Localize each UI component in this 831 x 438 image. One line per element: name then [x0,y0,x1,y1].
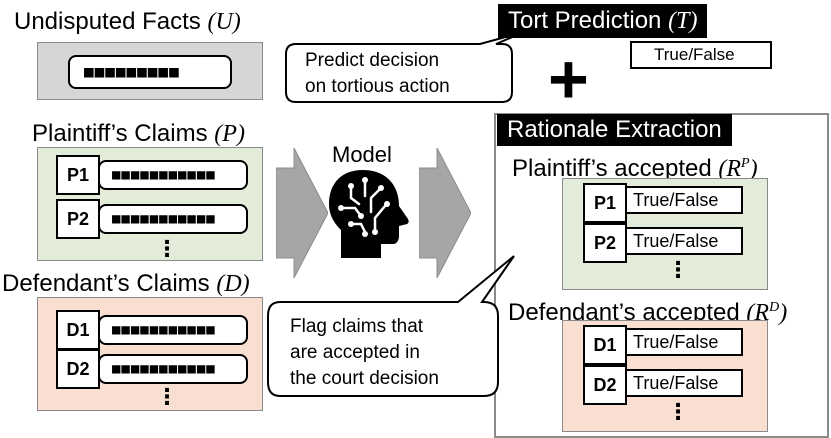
claim-tag-p2: P2 [56,199,100,239]
plaintiff-accepted-title: Plaintiff’s accepted (RP) [512,155,758,182]
more-claims-ellipsis: ⋮ [156,236,178,261]
plus-icon: + [548,40,589,118]
claim-bar-d1: ■■■■■■■■■■■ [98,315,248,345]
claim-bar-p2: ■■■■■■■■■■■ [98,204,248,234]
plaintiff-claims-title: Plaintiff’s Claims (P) [32,120,245,147]
callout-bottom-text: Flag claims that are accepted in the cou… [290,316,439,389]
plaintiff-accepted-panel: P1 True/False P2 True/False ⋮ [562,178,768,290]
accepted-tag-d2: D2 [583,365,627,405]
claim-bar-p1: ■■■■■■■■■■■ [98,160,248,190]
accepted-tag-p2: P2 [583,223,627,263]
accepted-value-p2: True/False [625,227,743,255]
undisputed-fact-bar: ■■■■■■■■■ [68,55,232,89]
accepted-tag-p1: P1 [583,183,627,223]
defendant-claims-panel: ■■■■■■■■■■■ D1 ■■■■■■■■■■■ D2 ⋮ [37,297,263,411]
claim-tag-d1: D1 [56,310,100,350]
callout-bubble [285,31,525,103]
claim-bar-d2: ■■■■■■■■■■■ [98,354,248,384]
accepted-value-d1: True/False [625,328,743,356]
more-claims-ellipsis: ⋮ [156,384,178,409]
arrow-right-icon [419,148,471,278]
arrow-right-icon [276,148,328,278]
accepted-value-p1: True/False [625,186,743,214]
undisputed-facts-title: Undisputed Facts (U) [14,8,241,35]
more-accepted-ellipsis: ⋮ [667,257,689,282]
callout-top-text: Predict decision on tortious action [305,50,450,97]
tort-prediction-title: Tort Prediction (T) [498,4,708,38]
defendant-claims-title: Defendant’s Claims (D) [2,270,250,297]
model-label: Model [332,142,392,167]
more-accepted-ellipsis: ⋮ [667,399,689,424]
accepted-tag-d1: D1 [583,325,627,365]
plaintiff-claims-panel: ■■■■■■■■■■■ P1 ■■■■■■■■■■■ P2 ⋮ [37,147,263,261]
tort-prediction-value: True/False [630,41,772,69]
claim-tag-p1: P1 [56,155,100,195]
ai-head-icon [329,170,409,258]
undisputed-facts-panel: ■■■■■■■■■ [37,42,263,100]
defendant-accepted-panel: D1 True/False D2 True/False ⋮ [562,320,768,432]
rationale-extraction-title: Rationale Extraction [497,114,732,146]
accepted-value-d2: True/False [625,369,743,397]
callout-bubble [267,255,515,397]
claim-tag-d2: D2 [56,349,100,389]
